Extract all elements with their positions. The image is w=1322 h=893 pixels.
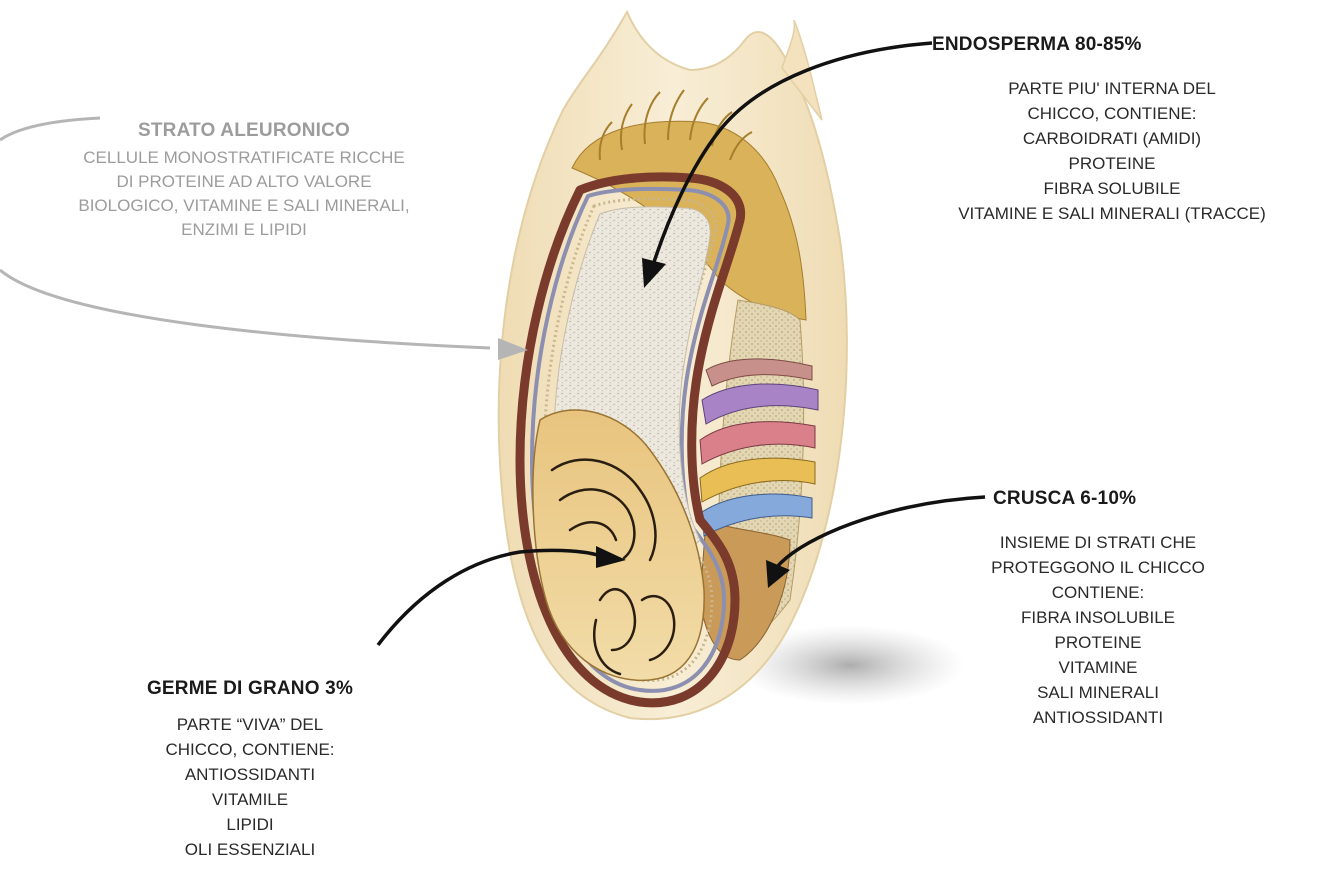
endosperma-line: PROTEINE <box>902 151 1322 176</box>
endosperma-line: CARBOIDRATI (AMIDI) <box>902 126 1322 151</box>
crusca-line: INSIEME DI STRATI CHE <box>928 530 1268 555</box>
endosperma-line: FIBRA SOLUBILE <box>902 176 1322 201</box>
endosperma-line: CHICCO, CONTIENE: <box>902 101 1322 126</box>
strato-aleuronico-line: DI PROTEINE AD ALTO VALORE <box>0 170 488 194</box>
endosperma-line: PARTE PIU' INTERNA DEL <box>902 76 1322 101</box>
strato-aleuronico-line: BIOLOGICO, VITAMINE E SALI MINERALI, <box>0 194 488 218</box>
label-germe: GERME DI GRANO 3% PARTE “VIVA” DEL CHICC… <box>120 678 380 862</box>
endosperma-title: ENDOSPERMA 80-85% <box>932 34 1142 56</box>
germe-line: CHICCO, CONTIENE: <box>120 737 380 762</box>
crusca-line: ANTIOSSIDANTI <box>928 705 1268 730</box>
germe-description: PARTE “VIVA” DEL CHICCO, CONTIENE: ANTIO… <box>120 712 380 862</box>
crusca-line: SALI MINERALI <box>928 680 1268 705</box>
crusca-line: CONTIENE: <box>928 580 1268 605</box>
label-strato-aleuronico: STRATO ALEURONICO CELLULE MONOSTRATIFICA… <box>0 120 488 242</box>
germe-line: OLI ESSENZIALI <box>120 837 380 862</box>
crusca-line: FIBRA INSOLUBILE <box>928 605 1268 630</box>
strato-aleuronico-description: CELLULE MONOSTRATIFICATE RICCHE DI PROTE… <box>0 146 488 242</box>
crusca-line: PROTEINE <box>928 630 1268 655</box>
strato-aleuronico-line: ENZIMI E LIPIDI <box>0 218 488 242</box>
endosperma-description: PARTE PIU' INTERNA DEL CHICCO, CONTIENE:… <box>902 76 1322 226</box>
crusca-line: PROTEGGONO IL CHICCO <box>928 555 1268 580</box>
germe-line: ANTIOSSIDANTI <box>120 762 380 787</box>
crusca-line: VITAMINE <box>928 655 1268 680</box>
strato-aleuronico-line: CELLULE MONOSTRATIFICATE RICCHE <box>0 146 488 170</box>
crusca-title: CRUSCA 6-10% <box>993 488 1136 510</box>
crusca-description: INSIEME DI STRATI CHE PROTEGGONO IL CHIC… <box>928 530 1268 730</box>
germe-line: VITAMILE <box>120 787 380 812</box>
germe-title: GERME DI GRANO 3% <box>120 678 380 700</box>
endosperma-line: VITAMINE E SALI MINERALI (TRACCE) <box>902 201 1322 226</box>
strato-aleuronico-title: STRATO ALEURONICO <box>0 120 488 142</box>
germe-line: LIPIDI <box>120 812 380 837</box>
germe-line: PARTE “VIVA” DEL <box>120 712 380 737</box>
